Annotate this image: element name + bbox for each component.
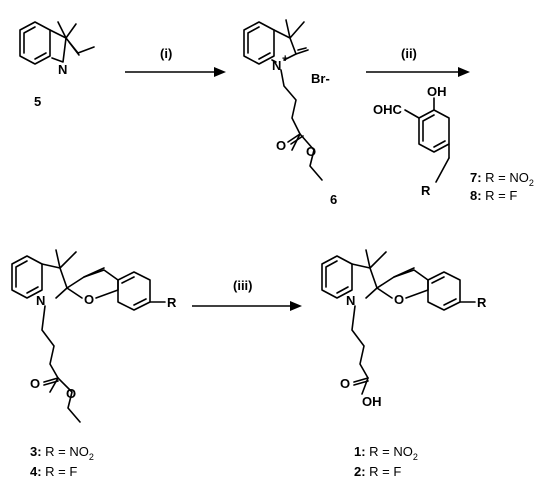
arrow-step-1: [125, 67, 226, 77]
compound-6-label: 6: [330, 192, 337, 207]
compound-7-substituent: R = NO: [482, 170, 529, 185]
step-1-label: (i): [160, 46, 172, 61]
r-bond-7: [435, 157, 450, 183]
compound-5-structure: N: [19, 21, 95, 77]
atom-ohc-7: OHC: [373, 102, 403, 117]
compound-2-substituent: R = F: [366, 464, 402, 479]
atom-r-7: R: [421, 183, 431, 198]
compound-3-substituent: R = NO: [42, 444, 89, 459]
arrow-step-3: [192, 301, 302, 311]
atom-oh-7: OH: [427, 84, 447, 99]
compound-3-4-structure: N O R O O: [11, 249, 177, 423]
atom-o-ester-6: O: [306, 144, 316, 159]
compound-4-substituent: R = F: [42, 464, 78, 479]
compound-2-caption: 2: R = F: [354, 464, 401, 479]
compound-7-number: 7:: [470, 170, 482, 185]
compound-1-substituent: R = NO: [366, 444, 413, 459]
compound-3-number: 3:: [30, 444, 42, 459]
atom-o-ester-3: O: [66, 386, 76, 401]
compound-3-caption: 3: R = NO2: [30, 444, 94, 462]
compound-1-caption: 1: R = NO2: [354, 444, 418, 462]
charge-plus: +: [282, 53, 288, 65]
atom-o-carbonyl-6: O: [276, 138, 286, 153]
compound-7-caption: 7: R = NO2: [470, 170, 534, 188]
arrow-step-2: [366, 67, 470, 77]
compound-1-2-structure: N O R O OH: [321, 249, 487, 409]
compound-6-structure: N + Br- O O: [243, 19, 330, 181]
atom-o-carbonyl-1: O: [340, 376, 350, 391]
compound-1-number: 1:: [354, 444, 366, 459]
compound-3-subscript: 2: [89, 452, 94, 462]
compound-8-substituent: R = F: [482, 188, 518, 203]
compound-8-caption: 8: R = F: [470, 188, 517, 203]
compound-7-subscript: 2: [529, 178, 534, 188]
atom-o-ring-3: O: [84, 292, 94, 307]
salicylaldehyde-structure: OH OHC R: [373, 84, 450, 198]
compound-1-subscript: 2: [413, 452, 418, 462]
compound-5-label: 5: [34, 94, 41, 109]
atom-o-ring-1: O: [394, 292, 404, 307]
atom-n: N: [58, 62, 67, 77]
atom-r-1: R: [477, 295, 487, 310]
step-2-label: (ii): [401, 46, 417, 61]
atom-n-3: N: [36, 293, 45, 308]
atom-o-carbonyl-3: O: [30, 376, 40, 391]
atom-n-plus: N: [272, 58, 281, 73]
atom-r-3: R: [167, 295, 177, 310]
step-3-label: (iii): [233, 278, 253, 293]
compound-8-number: 8:: [470, 188, 482, 203]
compound-2-number: 2:: [354, 464, 366, 479]
atom-n-1: N: [346, 293, 355, 308]
bromide: Br-: [311, 71, 330, 86]
atom-oh-1: OH: [362, 394, 382, 409]
compound-4-caption: 4: R = F: [30, 464, 77, 479]
compound-4-number: 4:: [30, 464, 42, 479]
